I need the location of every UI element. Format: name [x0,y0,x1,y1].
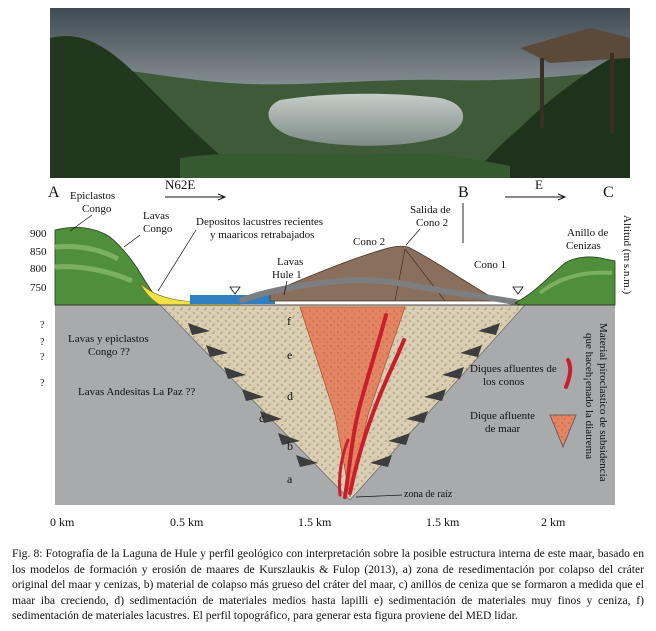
figure-caption: Fig. 8: Fotografía de la Laguna de Hule … [12,547,644,623]
label-epiclastos: Epiclastos [70,190,115,202]
direction-n62e: N62E [165,177,195,192]
x-tick-0: 0 km [50,515,75,529]
unknown-tick: ? [40,337,45,348]
cone-2 [269,245,501,302]
label-lavas-hule-1: Hule 1 [272,269,302,281]
ash-ring-markers-left [188,323,318,467]
label-salida-cono2: Cono 2 [416,217,448,229]
unit-e: e [287,348,292,362]
point-a: A [48,184,60,201]
legend-dique-maar-2: de maar [485,423,520,435]
label-material: Material piroclastico de subsidencia [597,323,609,482]
unknown-tick: ? [40,378,45,389]
unknown-tick: ? [40,320,45,331]
feeder-dikes [338,313,406,499]
label-lavas-hule: Lavas [277,256,303,268]
x-tick-2: 2 km [541,515,566,529]
unit-b: b [287,439,293,453]
y-tick-850: 850 [30,246,47,258]
laguna-photo [50,8,630,178]
label-anillo: Anillo de [567,227,608,239]
legend-maar-dike-symbol [549,414,577,449]
point-b: B [458,184,469,201]
unit-c: c [259,411,264,425]
lake [190,295,275,304]
label-depositos: Depositos lacustres recientes [196,216,323,228]
direction-e: E [535,177,543,192]
label-zona-raiz: zona de raíz [404,489,453,500]
label-altitud: Altitud (m s.n.m.) [621,215,633,294]
x-tick-1-5b: 1.5 km [426,515,460,529]
label-lavas-epiclastos: Lavas y epiclastos [68,333,149,345]
x-tick-0-5: 0.5 km [170,515,204,529]
geologic-profile: A B C N62E E 900 850 800 750 ? ? ? ? Epi… [30,177,633,529]
label-lavas-epiclastos-congo: Congo ?? [88,346,130,358]
ash-ring-markers-right [370,323,500,467]
y-tick-900: 900 [30,228,47,240]
legend-dique-maar: Dique afluente [470,410,535,422]
label-cono-2: Cono 2 [353,236,385,248]
label-lavas-andesitas: Lavas Andesitas La Paz ?? [78,386,195,398]
legend-diques-conos: los conos [483,376,524,388]
legend-dike-symbol [564,358,573,389]
point-c: C [603,184,614,201]
unit-f: f [287,314,291,328]
unit-d: d [287,389,293,403]
label-cono-1: Cono 1 [474,259,506,271]
label-depositos-2: y maaricos retrabajados [210,229,314,241]
unit-a: a [287,472,293,486]
y-tick-750: 750 [30,282,47,294]
label-anillo-cenizas: Cenizas [566,240,601,252]
y-tick-800: 800 [30,263,47,275]
label-lavas: Lavas [143,210,169,222]
label-epiclastos-congo: Congo [82,203,112,215]
x-tick-1-5a: 1.5 km [298,515,332,529]
label-salida: Salida de [410,204,451,216]
label-material-2: que haceh¡enado la diatrema [583,333,595,459]
legend-diques: Diques afluentes de [470,363,557,375]
unknown-tick: ? [40,352,45,363]
label-lavas-congo: Congo [143,223,173,235]
